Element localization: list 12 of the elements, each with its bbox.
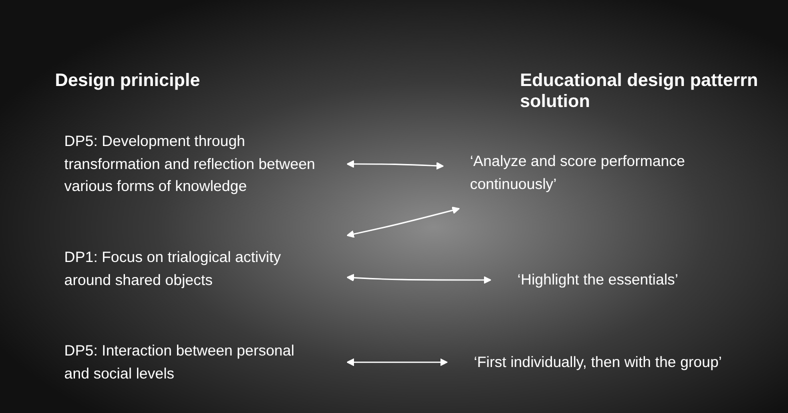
node-text: DP5: Development through transformation and reflection between various forms of knowledge: [64, 132, 316, 195]
node-text: DP1: Focus on trialogical activity around shared objects: [64, 248, 281, 288]
arrow: [346, 160, 444, 170]
column-heading: Educational design patterrn solution: [520, 70, 760, 112]
node-text: ‘Highlight the essentials’: [517, 271, 678, 288]
arrow: [346, 274, 492, 284]
node-text: ‘Analyze and score performance continuously’: [470, 152, 685, 192]
arrow: [346, 358, 448, 366]
column-heading: Design priniciple: [55, 70, 200, 91]
node-text: ‘First individually, then with the group’: [474, 354, 722, 370]
arrow: [346, 206, 460, 238]
node-text: DP5: Interaction between personal and social levels: [64, 342, 294, 382]
